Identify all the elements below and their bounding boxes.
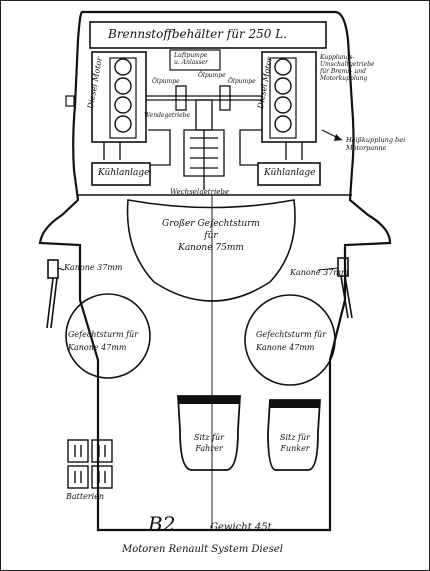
oil-pump-left-label: Ölpumpe [152, 78, 180, 85]
turret-left [65, 293, 151, 379]
engine-right [261, 51, 317, 143]
clutch-right-label: Kupplungs-Umschaltgetriebe für Brems- un… [320, 54, 375, 82]
radiator-right-label: Kühlanlage [264, 168, 316, 178]
turret-big-label: Großer Gefechtsturm für Kanone 75mm [162, 219, 260, 253]
gearbox-label: Wechselgetriebe [170, 188, 229, 196]
radiator-left [91, 162, 151, 186]
weight-label: Gewicht 45t. [210, 522, 275, 533]
turret-big [126, 199, 296, 302]
hull-outline [38, 10, 392, 532]
title-label: B2 [148, 512, 176, 536]
engine-right-cylinders [274, 58, 292, 133]
mg-left-label: Kanone 37mm [64, 263, 123, 272]
radiator-right [257, 162, 321, 186]
seat-driver-label: Sitz für Fahrer [194, 433, 224, 453]
engine-left-cylinders [114, 58, 132, 133]
mg-left [46, 259, 59, 329]
fuel-tank [89, 21, 327, 49]
seat-driver [177, 395, 241, 471]
turret-right [244, 294, 336, 386]
turret-left-label: Gefechtsturm für Kanone 47mm [68, 330, 139, 352]
fuel-tank-label: Brennstoffbehälter für 250 L. [108, 27, 288, 41]
air-pump-label: Luftpumpe u. Anlasser [174, 52, 208, 66]
transmission [146, 85, 262, 190]
mg-right [337, 257, 353, 319]
oil-pump-right-label: Ölpumpe [228, 78, 256, 85]
turret-right-label: Gefechtsturm für Kanone 47mm [256, 330, 327, 352]
seat-radio-label: Sitz für Funker [280, 433, 310, 453]
radiator-left-label: Kühlanlage [98, 168, 150, 178]
batteries-label: Batterien [66, 492, 105, 501]
hot-coupling-label: Heißkupplung bei Motorpanne [346, 136, 406, 152]
mg-right-label: Kanone 37mm [290, 268, 349, 277]
batteries [67, 439, 113, 489]
oil-pump-center-label: Ölpumpe [198, 72, 226, 79]
engines-label: Motoren Renault System Diesel [122, 544, 283, 555]
seat-radio [267, 399, 321, 471]
engine-left [91, 51, 147, 143]
changeover-label: Wendegetriebe [144, 112, 191, 119]
air-pump-box [169, 49, 221, 71]
